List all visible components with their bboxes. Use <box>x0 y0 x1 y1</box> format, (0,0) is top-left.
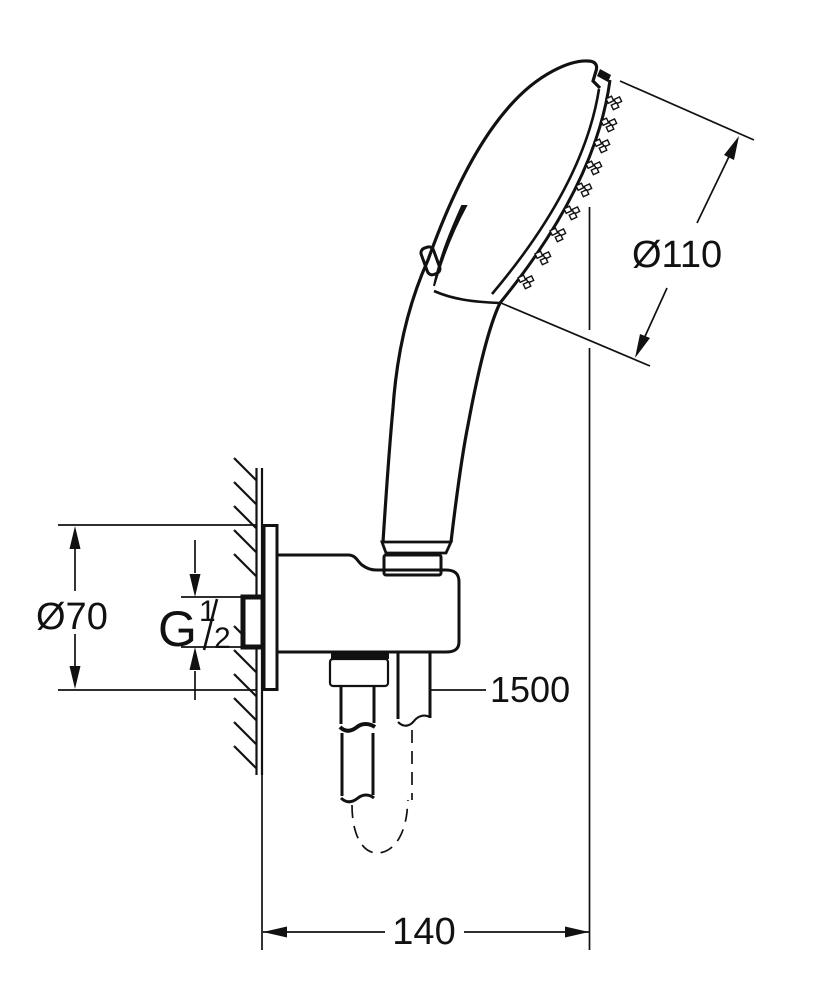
dimension-wall-distance: 140 <box>263 207 591 953</box>
holder-body <box>275 553 461 654</box>
escutcheon-plate <box>262 524 279 691</box>
label-thread-denominator: 2 <box>214 622 231 655</box>
shower-head-outline <box>381 59 602 543</box>
shower-hose <box>328 651 432 854</box>
label-wall-distance: 140 <box>392 911 455 953</box>
head-top-detail <box>597 69 611 82</box>
hand-shower <box>380 59 623 577</box>
leader-hose-length: 1500 <box>431 669 570 710</box>
thread-fraction-slash <box>202 598 219 651</box>
label-thread-g: G <box>158 601 197 657</box>
label-plate-diameter: Ø70 <box>36 596 108 638</box>
hose-union-nut <box>328 657 390 688</box>
handle-collar <box>380 540 454 555</box>
head-handle-seam <box>433 289 501 305</box>
dimension-head-diameter: Ø110 <box>500 80 755 367</box>
handle-right-edge <box>449 302 502 543</box>
spray-nozzles <box>517 95 623 290</box>
label-head-diameter: Ø110 <box>632 234 722 276</box>
dimension-thread: G 1 2 <box>158 540 243 700</box>
spray-face-edge <box>498 79 612 304</box>
g-half-socket <box>240 594 266 650</box>
wall-section <box>233 457 264 950</box>
handle-cone-nut <box>382 553 443 577</box>
face-inner-rim <box>491 88 601 295</box>
control-button-tab <box>419 245 442 277</box>
control-button <box>433 205 468 287</box>
hose-nut-collar <box>331 652 389 659</box>
label-hose-length: 1500 <box>490 669 570 710</box>
dimension-plate-diameter: Ø70 <box>36 524 256 691</box>
